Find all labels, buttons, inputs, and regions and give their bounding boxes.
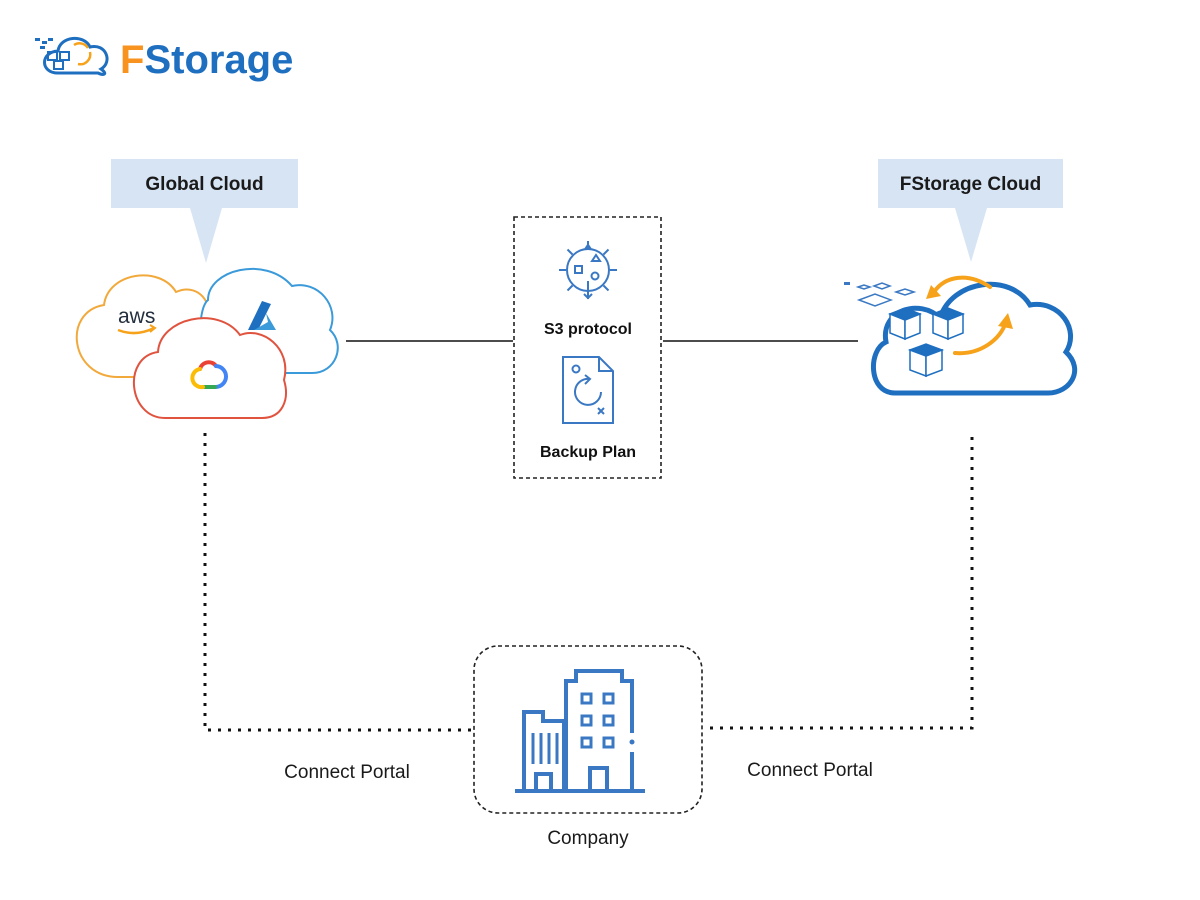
global-cloud-label: Global Cloud (145, 174, 263, 195)
gear-shapes-icon (559, 241, 617, 300)
aws-smile-icon (117, 326, 155, 335)
connector-fstorage-to-company (703, 437, 974, 730)
s3-protocol-label: S3 protocol (544, 321, 632, 338)
fstorage-cloud-callout: FStorage Cloud (878, 159, 1063, 262)
logo-text-rest: Storage (144, 38, 293, 82)
azure-logo-icon (248, 301, 276, 330)
connect-portal-right-label: Connect Portal (747, 760, 873, 781)
company-label: Company (547, 828, 629, 849)
gcp-logo-icon (190, 360, 228, 390)
building-icon (515, 669, 645, 793)
logo-text: FStorage (120, 38, 293, 82)
backup-document-icon (562, 356, 614, 424)
fstorage-logo-icon (35, 37, 109, 76)
aws-logo-text: aws (118, 305, 155, 328)
fstorage-cloud-icon (844, 275, 1078, 396)
multi-cloud-icon: aws (75, 267, 339, 419)
fstorage-cloud-label: FStorage Cloud (900, 174, 1041, 195)
connector-global-to-company (203, 433, 474, 732)
logo-text-first: F (120, 38, 144, 82)
connect-portal-left-label: Connect Portal (284, 762, 410, 783)
backup-plan-label: Backup Plan (540, 444, 636, 461)
protocol-box (513, 216, 662, 479)
global-cloud-callout: Global Cloud (111, 159, 298, 263)
gcp-cloud (133, 317, 287, 419)
logo: FStorage (35, 37, 293, 82)
company-box (473, 645, 703, 814)
